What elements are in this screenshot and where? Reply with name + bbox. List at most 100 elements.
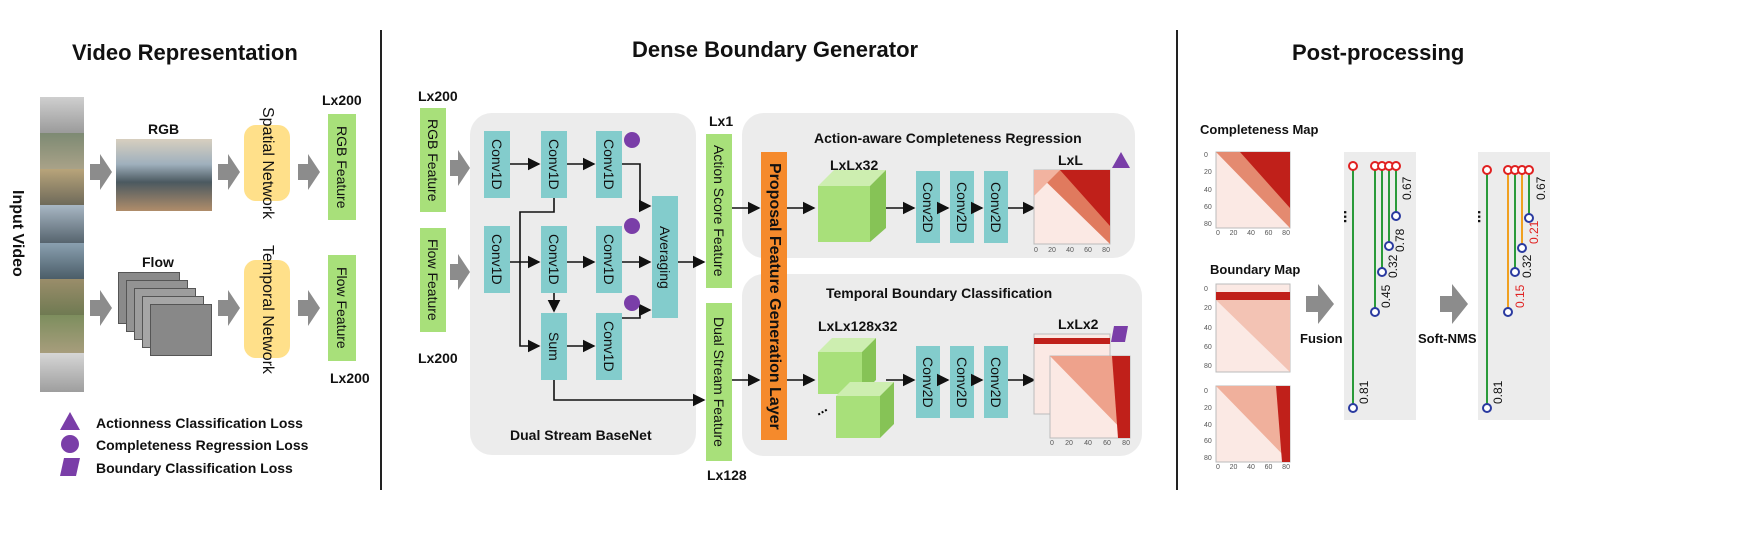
cube-ellipsis: ... bbox=[812, 399, 830, 419]
conv1d-r1c3: Conv1D bbox=[596, 131, 622, 198]
score-right-1: 0.67 bbox=[1534, 176, 1548, 200]
soft-nms-label: Soft-NMS bbox=[1418, 331, 1477, 346]
gray-arrow-icon bbox=[218, 154, 240, 190]
completeness-loss-icon bbox=[624, 132, 640, 148]
score-left-2: 0.78 bbox=[1393, 228, 1407, 252]
title-dense-boundary-generator: Dense Boundary Generator bbox=[632, 37, 919, 62]
score-left-4: 0.45 bbox=[1379, 284, 1393, 308]
gray-arrow-icon bbox=[218, 290, 240, 326]
video-rgb-feature: RGB Feature bbox=[328, 114, 356, 220]
acr-output-heatmap bbox=[1033, 169, 1111, 245]
basenet-label: Dual Stream BaseNet bbox=[510, 427, 652, 443]
tbc-dim: LxLx128x32 bbox=[818, 318, 898, 334]
boundary-loss-icon bbox=[60, 458, 80, 476]
dim-lx128: Lx128 bbox=[707, 467, 747, 483]
acr-conv2d-1: Conv2D bbox=[916, 171, 940, 243]
out-lxlx2: LxLx2 bbox=[1058, 316, 1099, 332]
title-video-representation: Video Representation bbox=[72, 40, 298, 65]
boundary-map-heatmap bbox=[1215, 283, 1291, 373]
temporal-network-box: Temporal Network bbox=[244, 245, 290, 373]
score-right-2: 0.21 bbox=[1527, 220, 1541, 244]
gray-arrow-icon bbox=[450, 150, 470, 186]
tbc-conv2d-2: Conv2D bbox=[950, 346, 974, 418]
boundary-map-heatmap-2 bbox=[1215, 385, 1291, 463]
rgb-label: RGB bbox=[148, 121, 180, 137]
title-post-processing: Post-processing bbox=[1292, 40, 1465, 65]
gray-arrow-icon bbox=[90, 154, 112, 190]
gray-arrow-icon bbox=[450, 254, 470, 290]
flow-frames-stack bbox=[118, 272, 212, 356]
tbc-output-heatmap-front bbox=[1049, 355, 1131, 439]
score-left-5: 0.81 bbox=[1357, 380, 1371, 404]
out-lxl: LxL bbox=[1058, 152, 1083, 168]
tbc-feature-cube-back bbox=[836, 382, 894, 438]
sum-box: Sum bbox=[541, 313, 567, 380]
action-score-feature: Action Score Feature bbox=[706, 134, 732, 288]
divider-left bbox=[380, 30, 382, 490]
legend-icons bbox=[60, 412, 80, 476]
boundary-loss-icon bbox=[1111, 326, 1128, 342]
score-left-1: 0.67 bbox=[1400, 176, 1414, 200]
gray-arrow-icon bbox=[1440, 284, 1468, 324]
dbg-flow-feature: Flow Feature bbox=[420, 228, 446, 332]
boundary-map-label: Boundary Map bbox=[1210, 262, 1301, 277]
conv1d-r2c2: Conv1D bbox=[541, 226, 567, 293]
spatial-network-box: Spatial Network bbox=[244, 107, 290, 219]
actionness-loss-icon bbox=[1112, 152, 1130, 168]
video-frames-strip bbox=[40, 97, 84, 392]
fusion-label: Fusion bbox=[1300, 331, 1343, 346]
ellipsis-left: ... bbox=[1340, 210, 1357, 224]
legend-boundary: Boundary Classification Loss bbox=[96, 460, 293, 476]
dbg-dim-top: Lx200 bbox=[418, 88, 458, 104]
acr-feature-cube bbox=[818, 170, 886, 242]
gray-arrow-icon bbox=[298, 154, 320, 190]
score-right-4: 0.15 bbox=[1513, 284, 1527, 308]
dbg-rgb-feature: RGB Feature bbox=[420, 108, 446, 212]
conv1d-r3c3: Conv1D bbox=[596, 313, 622, 380]
legend-completeness: Completeness Regression Loss bbox=[96, 437, 309, 453]
ellipsis-right: ... bbox=[1474, 210, 1491, 224]
flow-label: Flow bbox=[142, 254, 174, 270]
tbc-feature-cube-front bbox=[818, 338, 876, 394]
completeness-map-label: Completeness Map bbox=[1200, 122, 1319, 137]
tbc-title: Temporal Boundary Classification bbox=[826, 285, 1053, 301]
completeness-map-heatmap bbox=[1215, 151, 1291, 229]
gray-arrows bbox=[90, 150, 1468, 326]
conv1d-r2c1: Conv1D bbox=[484, 226, 510, 293]
conv1d-r1c1: Conv1D bbox=[484, 131, 510, 198]
conv1d-r1c2: Conv1D bbox=[541, 131, 567, 198]
rgb-frame-image bbox=[116, 139, 212, 211]
proposal-start-markers bbox=[1348, 161, 1534, 175]
score-right-5: 0.81 bbox=[1491, 380, 1505, 404]
averaging-box: Averaging bbox=[652, 196, 678, 318]
pfg-layer-box: Proposal Feature Generation Layer bbox=[761, 152, 787, 440]
acr-conv2d-3: Conv2D bbox=[984, 171, 1008, 243]
dbg-dim-bottom: Lx200 bbox=[418, 350, 458, 366]
acr-dim: LxLx32 bbox=[830, 157, 879, 173]
proposals-panel-left bbox=[1344, 152, 1416, 420]
dual-stream-feature: Dual Stream Feature bbox=[706, 303, 732, 461]
proposals-right bbox=[1486, 170, 1530, 408]
acr-title: Action-aware Completeness Regression bbox=[814, 130, 1082, 146]
gray-arrow-icon bbox=[1306, 284, 1334, 324]
conv1d-r2c3: Conv1D bbox=[596, 226, 622, 293]
gray-arrow-icon bbox=[298, 290, 320, 326]
actionness-loss-icon bbox=[60, 412, 80, 430]
completeness-loss-icon bbox=[61, 435, 79, 453]
divider-right bbox=[1176, 30, 1178, 490]
score-left-3: 0.32 bbox=[1386, 254, 1400, 278]
video-dim-bottom: Lx200 bbox=[330, 370, 370, 386]
acr-conv2d-2: Conv2D bbox=[950, 171, 974, 243]
score-right-3: 0.32 bbox=[1520, 254, 1534, 278]
completeness-loss-icon bbox=[624, 295, 640, 311]
tbc-conv2d-1: Conv2D bbox=[916, 346, 940, 418]
